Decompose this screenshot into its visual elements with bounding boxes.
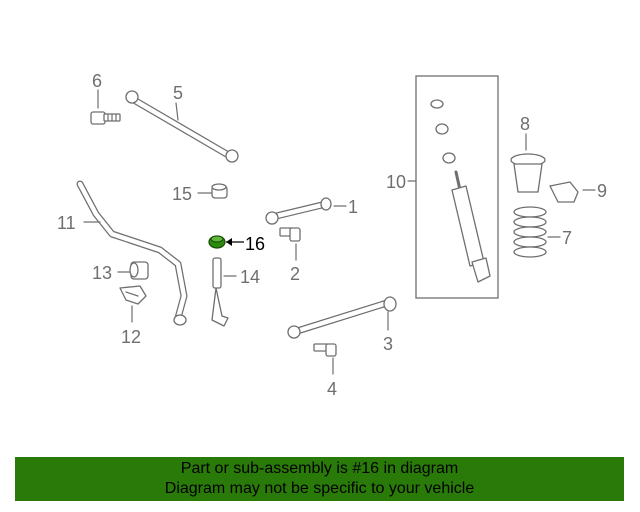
part-7-coil-spring[interactable] — [513, 206, 547, 258]
part-2-bolt[interactable] — [279, 227, 301, 242]
part-14-stabilizer-link[interactable] — [211, 257, 229, 327]
callout-11: 11 — [57, 213, 76, 233]
callout-12: 12 — [121, 327, 141, 347]
callout-1: 1 — [348, 197, 358, 217]
arrow-16 — [226, 238, 232, 246]
callout-16: 16 — [245, 234, 265, 254]
callout-3: 3 — [383, 334, 393, 354]
part-13-bushing[interactable] — [129, 261, 149, 280]
part-10-shock-absorber[interactable] — [415, 75, 499, 299]
callout-10: 10 — [386, 172, 406, 192]
part-16-highlighted[interactable] — [208, 235, 226, 249]
part-1-lateral-rod[interactable] — [265, 197, 332, 225]
suspension-parts-diagram: 6 5 15 11 13 12 16 — [57, 71, 607, 399]
part-6-bolt[interactable] — [90, 111, 121, 125]
callout-14: 14 — [240, 267, 260, 287]
part-info-banner: Part or sub-assembly is #16 in diagram D… — [15, 457, 624, 501]
part-8-spring-seat[interactable] — [510, 153, 546, 193]
part-5-control-arm[interactable] — [125, 90, 239, 163]
callout-2: 2 — [290, 264, 300, 284]
callout-4: 4 — [327, 379, 337, 399]
callout-8: 8 — [520, 114, 530, 134]
part-4-bolt[interactable] — [313, 343, 337, 357]
part-3-lower-link[interactable] — [287, 296, 397, 339]
callout-7: 7 — [562, 228, 572, 248]
part-12-bracket[interactable] — [119, 285, 147, 305]
callout-5: 5 — [173, 83, 183, 103]
callout-15: 15 — [172, 184, 192, 204]
part-9-bump-stop[interactable] — [549, 181, 579, 203]
part-15-bushing[interactable] — [211, 183, 228, 199]
callout-9: 9 — [597, 181, 607, 201]
banner-line-2: Diagram may not be specific to your vehi… — [164, 480, 475, 497]
banner-line-1: Part or sub-assembly is #16 in diagram — [180, 460, 459, 477]
part-11-stabilizer-bar[interactable] — [76, 180, 188, 326]
callout-13: 13 — [92, 263, 112, 283]
callout-6: 6 — [92, 71, 102, 91]
leader-5 — [175, 102, 179, 121]
